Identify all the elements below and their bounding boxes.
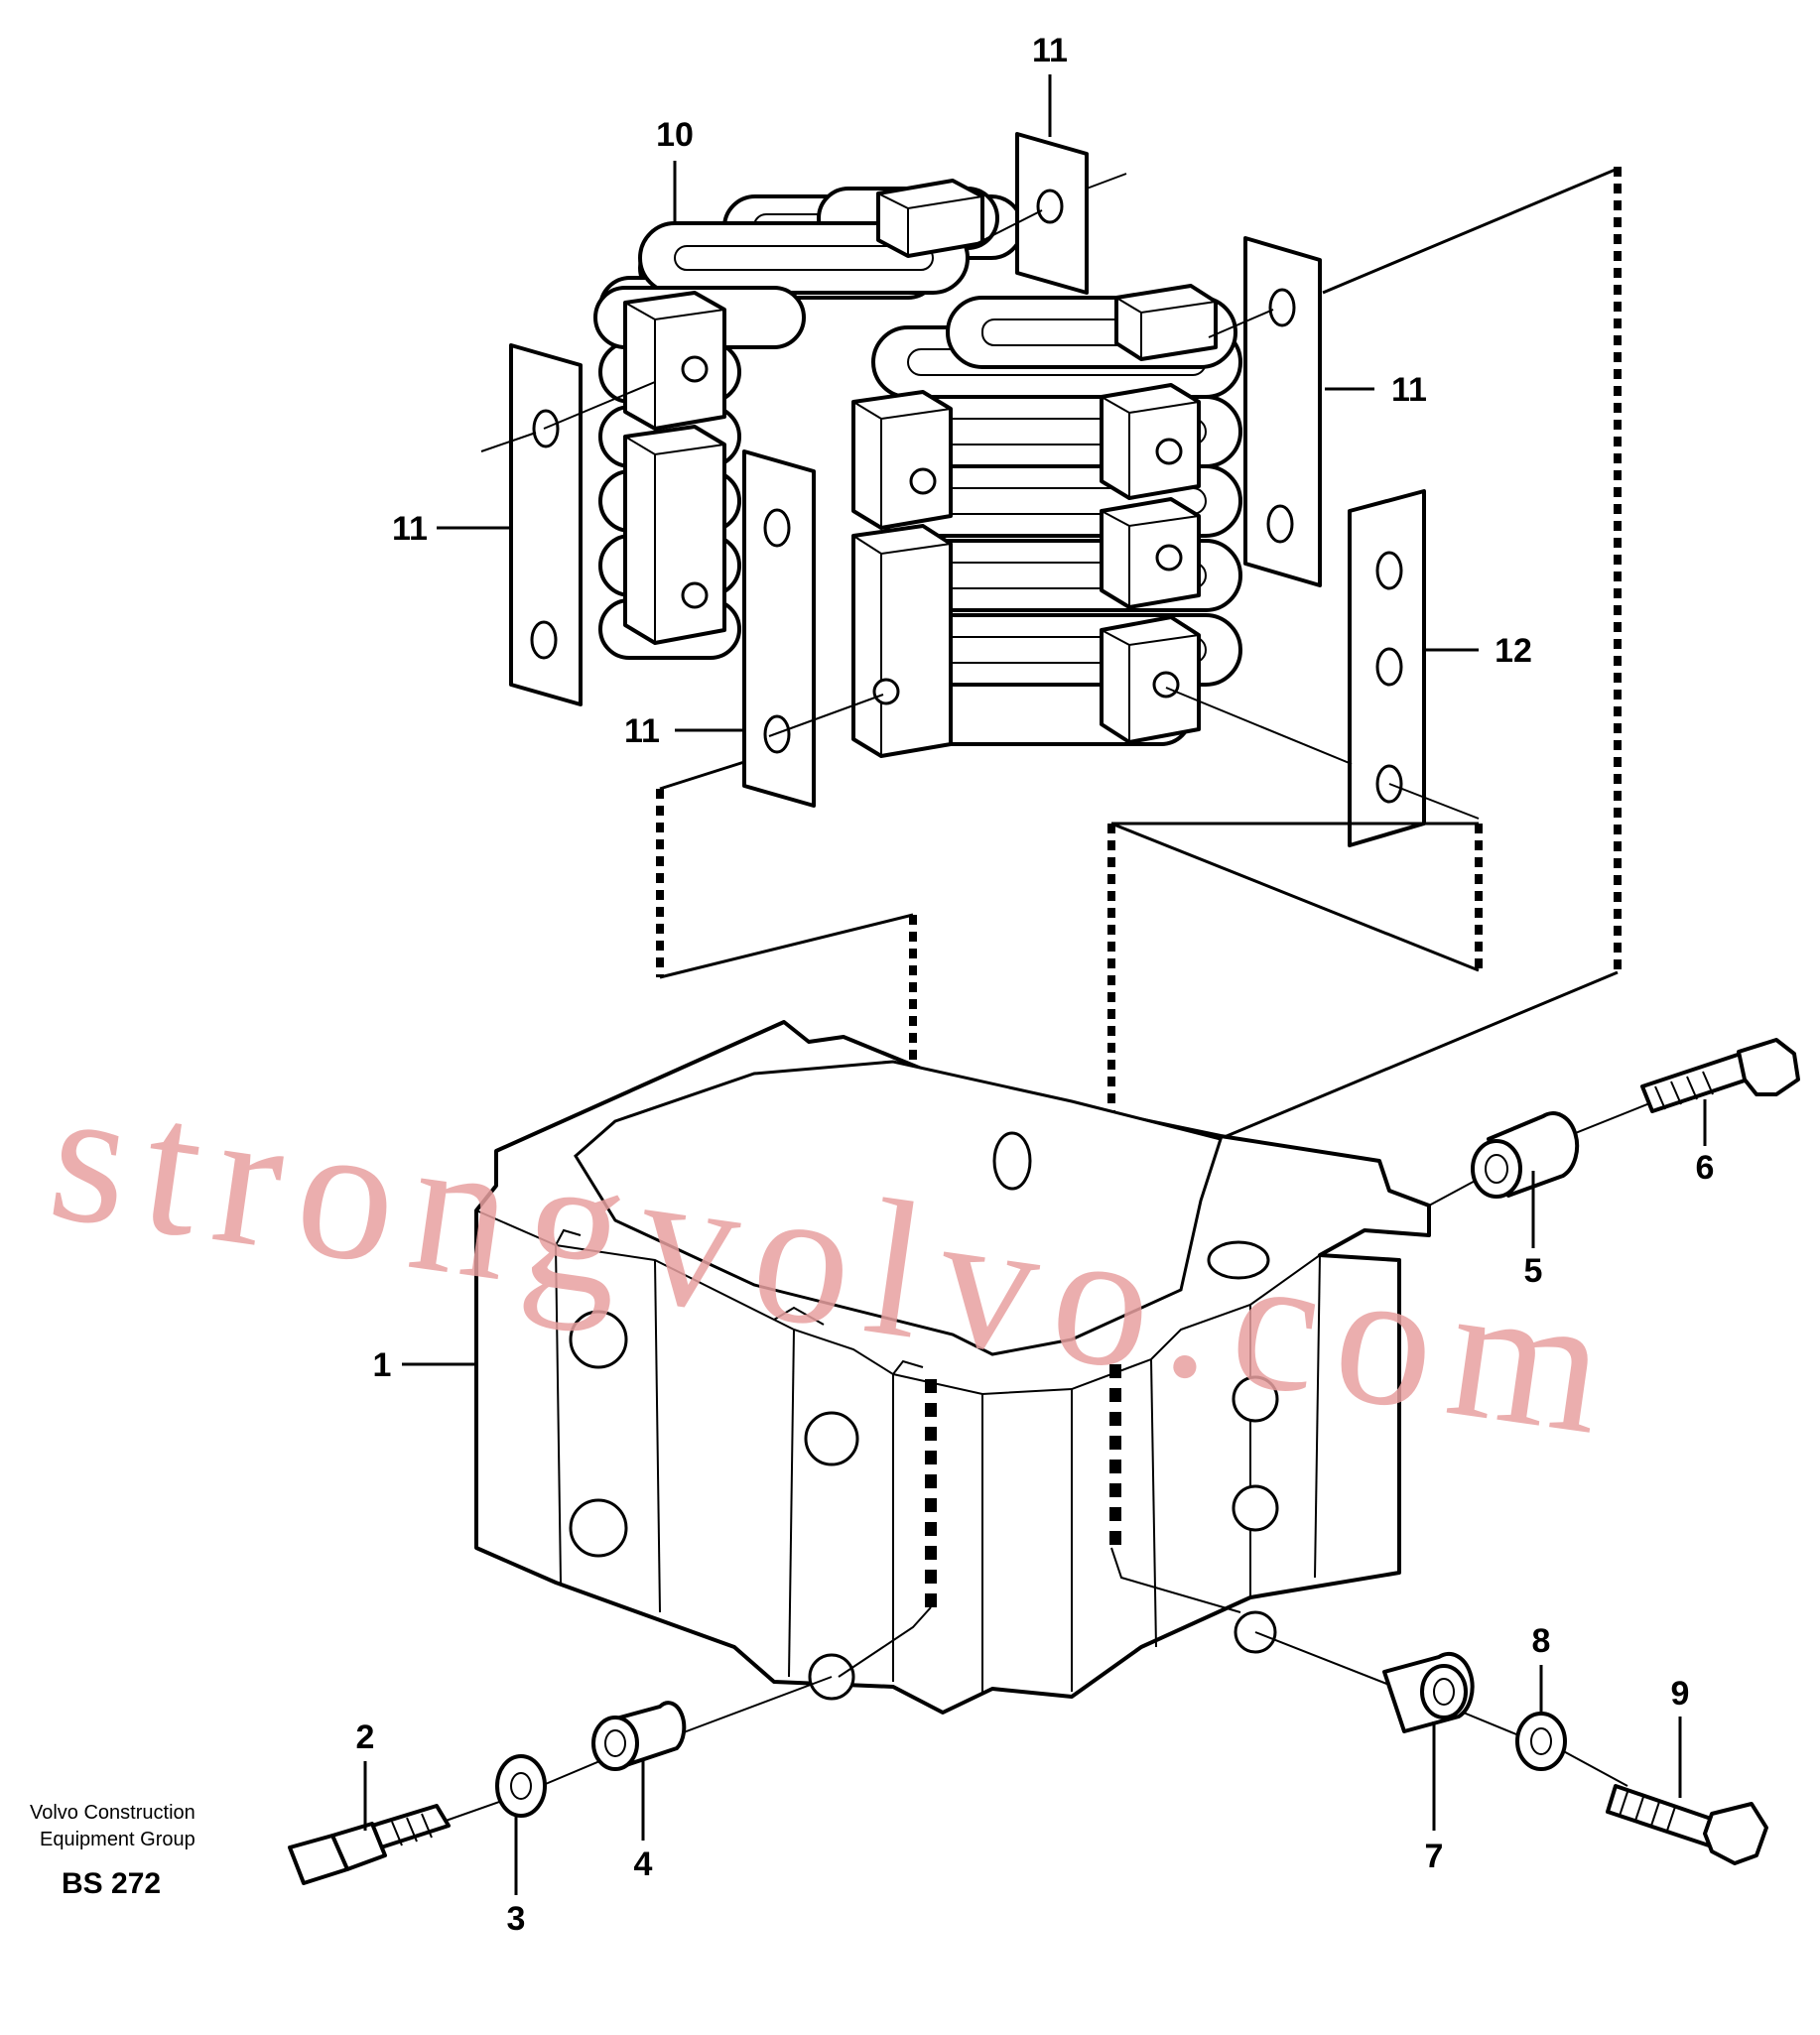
callout-6: 6	[1696, 1149, 1715, 1187]
plate-leader-lines	[480, 173, 1480, 820]
footer-line-1: Volvo Construction	[30, 1802, 195, 1824]
callout-11-center: 11	[624, 712, 660, 750]
footer-line-2: Equipment Group	[40, 1829, 195, 1850]
callout-11-right: 11	[1391, 371, 1427, 409]
callout-1: 1	[373, 1346, 392, 1384]
hardware-right-top	[1428, 1038, 1800, 1207]
callout-10: 10	[656, 116, 694, 154]
bushing-4	[591, 1701, 687, 1771]
strap-plates	[509, 132, 1426, 847]
callout-11-top: 11	[1032, 32, 1068, 69]
callout-leaders	[363, 74, 1707, 1895]
bolt-6	[1640, 1038, 1800, 1113]
washer-8	[1515, 1712, 1567, 1771]
bolt-2	[288, 1804, 451, 1885]
hardware-right-bottom	[1254, 1631, 1768, 1865]
coil-assembly	[480, 132, 1480, 847]
callout-9: 9	[1671, 1675, 1690, 1713]
callout-11-left: 11	[392, 510, 428, 548]
bushing-5	[1471, 1111, 1580, 1199]
bushing-7	[1382, 1651, 1475, 1733]
spacer-blocks	[623, 179, 1218, 758]
callout-4: 4	[634, 1845, 653, 1883]
publisher-footer: Volvo Construction Equipment Group BS 27…	[30, 1802, 195, 1900]
housing	[474, 1020, 1431, 1715]
bolt-9	[1606, 1784, 1768, 1865]
callout-5: 5	[1524, 1252, 1543, 1290]
callout-numbers: 11 10 11 11 11 12 1 6 5 2 3 4 7 8 9	[356, 32, 1715, 1938]
hardware-left	[288, 1676, 833, 1885]
figure-code: BS 272	[62, 1867, 161, 1900]
callout-7: 7	[1425, 1838, 1444, 1875]
slot-column	[838, 1364, 1241, 1678]
washer-3	[495, 1754, 547, 1818]
callout-12: 12	[1495, 632, 1532, 670]
callout-2: 2	[356, 1718, 375, 1756]
callout-8: 8	[1532, 1622, 1551, 1660]
callout-3: 3	[507, 1900, 526, 1938]
